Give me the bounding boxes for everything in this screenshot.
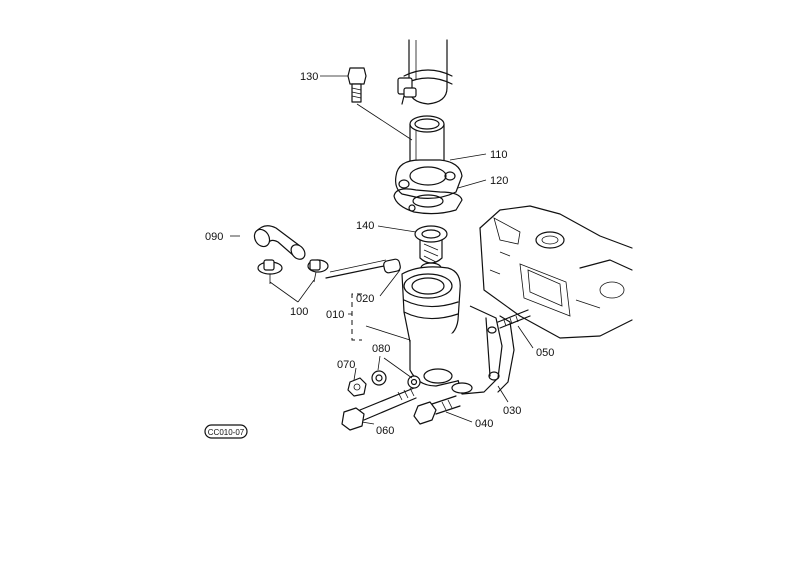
- part-labels: 130 110 120 140 090 100 020 010 050 080 …: [205, 71, 554, 437]
- hose-clip-100-a: [257, 259, 283, 284]
- thermostat-housing-010: [401, 266, 503, 395]
- label-070: 070: [337, 359, 355, 371]
- bolt-060: [341, 387, 417, 431]
- washer-080: [371, 370, 421, 389]
- label-080: 080: [372, 343, 390, 355]
- label-110: 110: [490, 149, 508, 161]
- thermostat-140: [414, 225, 448, 278]
- leader-lines: [230, 75, 534, 425]
- stud-050: [497, 309, 531, 329]
- label-050: 050: [536, 347, 554, 359]
- label-120: 120: [490, 175, 508, 187]
- label-090: 090: [205, 231, 223, 243]
- label-140: 140: [356, 220, 374, 232]
- hose-clamp-top: [397, 69, 453, 105]
- label-010: 010: [326, 309, 344, 321]
- hose-clip-100-b: [307, 259, 329, 283]
- nut-070: [347, 377, 367, 397]
- bypass-hose-090: [253, 225, 306, 260]
- bolt-040: [413, 395, 461, 425]
- assembly-bracket-010: [348, 293, 362, 341]
- label-040: 040: [475, 418, 493, 430]
- gasket-120: [393, 188, 463, 215]
- label-100: 100: [290, 306, 308, 318]
- pipe-020: [325, 258, 401, 279]
- label-020: 020: [356, 293, 374, 305]
- water-flange-110: [395, 115, 463, 199]
- cylinder-head: [479, 205, 633, 339]
- label-060: 060: [376, 425, 394, 437]
- label-130: 130: [300, 71, 318, 83]
- gasket-030: [497, 315, 515, 393]
- figure-code: CC010-07: [208, 428, 245, 437]
- bolt-130: [347, 67, 413, 141]
- figure-code-badge: CC010-07: [204, 424, 248, 439]
- label-030: 030: [503, 405, 521, 417]
